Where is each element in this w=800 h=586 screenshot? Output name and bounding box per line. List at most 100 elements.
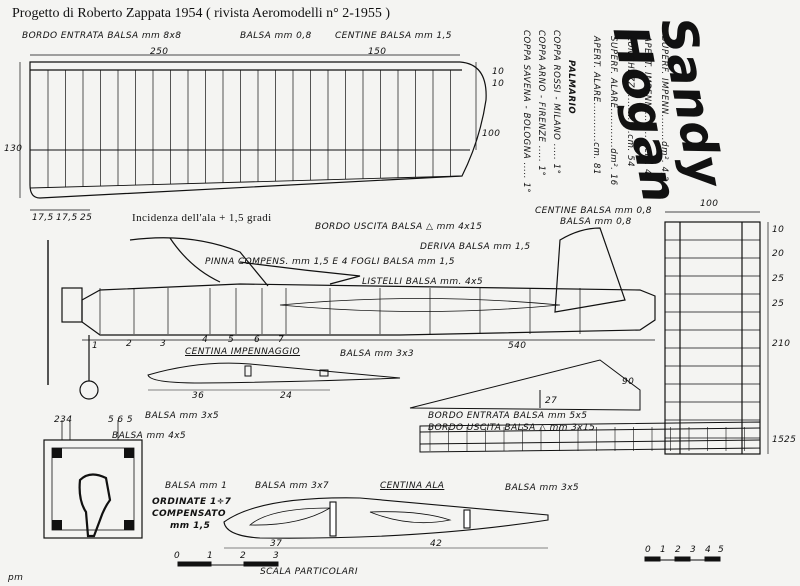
signature: pm — [8, 573, 24, 583]
fuselage-former — [43, 420, 143, 539]
wing-sheet-label: BALSA mm 0,8 — [240, 31, 312, 41]
details-scale-tick-3: 3 — [273, 551, 280, 561]
stab-dim-10: 10 — [772, 225, 785, 235]
stab-dim-20: 20 — [772, 249, 785, 259]
pinna-label: PINNA COMPENS. mm 1,5 E 4 FOGLI BALSA mm… — [205, 257, 455, 267]
stab-ribs-label: CENTINE BALSA mm 0,8 — [535, 206, 652, 216]
spec-length: LUNGHEZZA............cm. 54 — [625, 36, 635, 168]
former-num-5b: 5 — [126, 415, 133, 425]
station-4: 4 — [202, 335, 209, 345]
spar-ribs — [429, 427, 745, 451]
stab-span-dim: 210 — [772, 339, 791, 349]
details-scale-label: SCALA PARTICOLARI — [260, 567, 358, 577]
wing-airfoil — [223, 497, 549, 549]
wing-dim-175b: 17,5 — [56, 213, 78, 223]
tail-rib-dim-36: 36 — [192, 391, 205, 401]
wing-dim-10a: 10 — [492, 67, 505, 77]
stab-trailing-edge-label: BORDO USCITA BALSA △ mm 3x15 — [428, 423, 596, 433]
wing-chord-dim: 100 — [482, 129, 501, 139]
wing-rib-title: CENTINA ALA — [380, 481, 445, 491]
stab-dim-15: 15 — [772, 435, 785, 445]
wing-incidence-note: Incidenza dell'ala + 1,5 gradi — [132, 212, 272, 224]
wing-planform — [29, 61, 487, 199]
stab-dim-25c: 25 — [784, 435, 797, 445]
station-7: 7 — [278, 335, 285, 345]
wing-ribs — [47, 70, 451, 188]
wing-root-dim: 130 — [4, 144, 23, 154]
details-scale-tick-2: 2 — [240, 551, 247, 561]
former-numbers-left: 234 — [54, 416, 72, 425]
wing-rib-dim-37: 37 — [270, 539, 283, 549]
wing-tip-dim: 150 — [368, 47, 387, 57]
station-6: 6 — [254, 335, 261, 345]
palmares-item-3: COPPA SAVENA - BOLOGNA ..... 1° — [521, 30, 531, 194]
spec-stab-span: APERT. IMPENN............cm. 42 — [642, 36, 652, 182]
stab-leading-edge-label: BORDO ENTRATA BALSA mm 5x5 — [428, 411, 588, 421]
palmares-item-2: COPPA ARNO - FIRENZE ..... 1° — [536, 30, 546, 177]
spec-wingspan: APERT. ALARE............cm. 81 — [591, 36, 601, 176]
spec-wing-area: SUPERF. ALARE............dm². 16 — [608, 36, 618, 186]
stabilizer-plan — [664, 221, 761, 455]
main-scale-tick-4: 4 — [705, 545, 712, 555]
former-numbers-right: 5 6 5 — [108, 416, 133, 425]
wing-ribs-label: CENTINE BALSA mm 1,5 — [335, 31, 452, 41]
station-3: 3 — [160, 339, 167, 349]
main-scale-tick-3: 3 — [690, 545, 697, 555]
tail-rib-top-balsa: BALSA mm 3x3 — [340, 349, 415, 359]
former-num-3: 3 — [60, 415, 67, 425]
fin-label: DERIVA BALSA mm 1,5 — [420, 242, 531, 252]
fin-side-view — [409, 359, 641, 411]
wing-leading-edge-label: BORDO ENTRATA BALSA mm 8x8 — [22, 31, 182, 41]
tail-rib-dim-24: 24 — [280, 391, 293, 401]
spar-strips — [419, 421, 761, 453]
fin-dim-27: 27 — [545, 396, 558, 406]
main-scale-tick-0: 0 — [645, 545, 652, 555]
main-scale-tick-1: 1 — [660, 545, 667, 555]
former-thickness-label: mm 1,5 — [170, 521, 211, 531]
wing-rib-dim-42: 42 — [430, 539, 443, 549]
wing-dim-25: 25 — [80, 213, 93, 223]
former-num-2: 2 — [54, 415, 61, 425]
plan-title: Progetto di Roberto Zappata 1954 ( rivis… — [12, 6, 391, 21]
fuselage-side-view — [47, 227, 656, 400]
stringers-label: LISTELLI BALSA mm. 4x5 — [362, 277, 484, 287]
station-2: 2 — [126, 339, 133, 349]
former-ordinate-label: ORDINATE 1÷7 — [152, 497, 232, 507]
stab-dim-25b: 25 — [772, 299, 785, 309]
stabilizer-dimension-lines — [665, 211, 769, 454]
palmares-heading: PALMARIO — [566, 60, 576, 115]
main-scale-tick-2: 2 — [675, 545, 682, 555]
former-bottom-balsa: BALSA mm 1 — [165, 481, 228, 491]
wing-span-dim: 250 — [150, 47, 169, 57]
wing-rib-right-balsa: BALSA mm 3x5 — [505, 483, 580, 493]
scale-bar-main — [644, 556, 721, 562]
tail-rib-bottom-balsa: BALSA mm 3x5 — [145, 411, 220, 421]
palmares-item-1: COPPA ROSSI - MILANO ..... 1° — [551, 30, 561, 175]
spec-stab-area: SUPERF. IMPENN........dm². 4,2 — [659, 36, 669, 182]
wing-dim-175a: 17,5 — [32, 213, 54, 223]
station-1: 1 — [92, 341, 99, 351]
details-scale-tick-0: 0 — [174, 551, 181, 561]
details-scale-tick-1: 1 — [207, 551, 214, 561]
fuselage-length-dim: 540 — [508, 341, 527, 351]
scale-bar-details — [177, 561, 279, 567]
stab-sheet-label: BALSA mm 0,8 — [560, 217, 632, 227]
stab-chord-dim: 100 — [700, 199, 719, 209]
wing-dimension-lines — [19, 54, 477, 211]
fin-dim-90: 90 — [622, 377, 635, 387]
former-num-5: 5 — [108, 415, 115, 425]
fuselage-formers — [99, 288, 581, 334]
former-compensato-label: COMPENSATO — [152, 509, 226, 519]
wing-rib-left-balsa: BALSA mm 3x7 — [255, 481, 330, 491]
stabilizer-ribs — [665, 239, 760, 439]
wing-dim-10b: 10 — [492, 79, 505, 89]
station-5: 5 — [228, 335, 235, 345]
main-scale-tick-5: 5 — [718, 545, 725, 555]
wing-trailing-edge-label: BORDO USCITA BALSA △ mm 4x15 — [315, 222, 483, 232]
former-num-6: 6 — [117, 415, 124, 425]
tail-rib-title: CENTINA IMPENNAGGIO — [185, 347, 301, 357]
former-num-4: 4 — [66, 415, 73, 425]
stab-dim-25a: 25 — [772, 274, 785, 284]
former-top-balsa: BALSA mm 4x5 — [112, 431, 187, 441]
